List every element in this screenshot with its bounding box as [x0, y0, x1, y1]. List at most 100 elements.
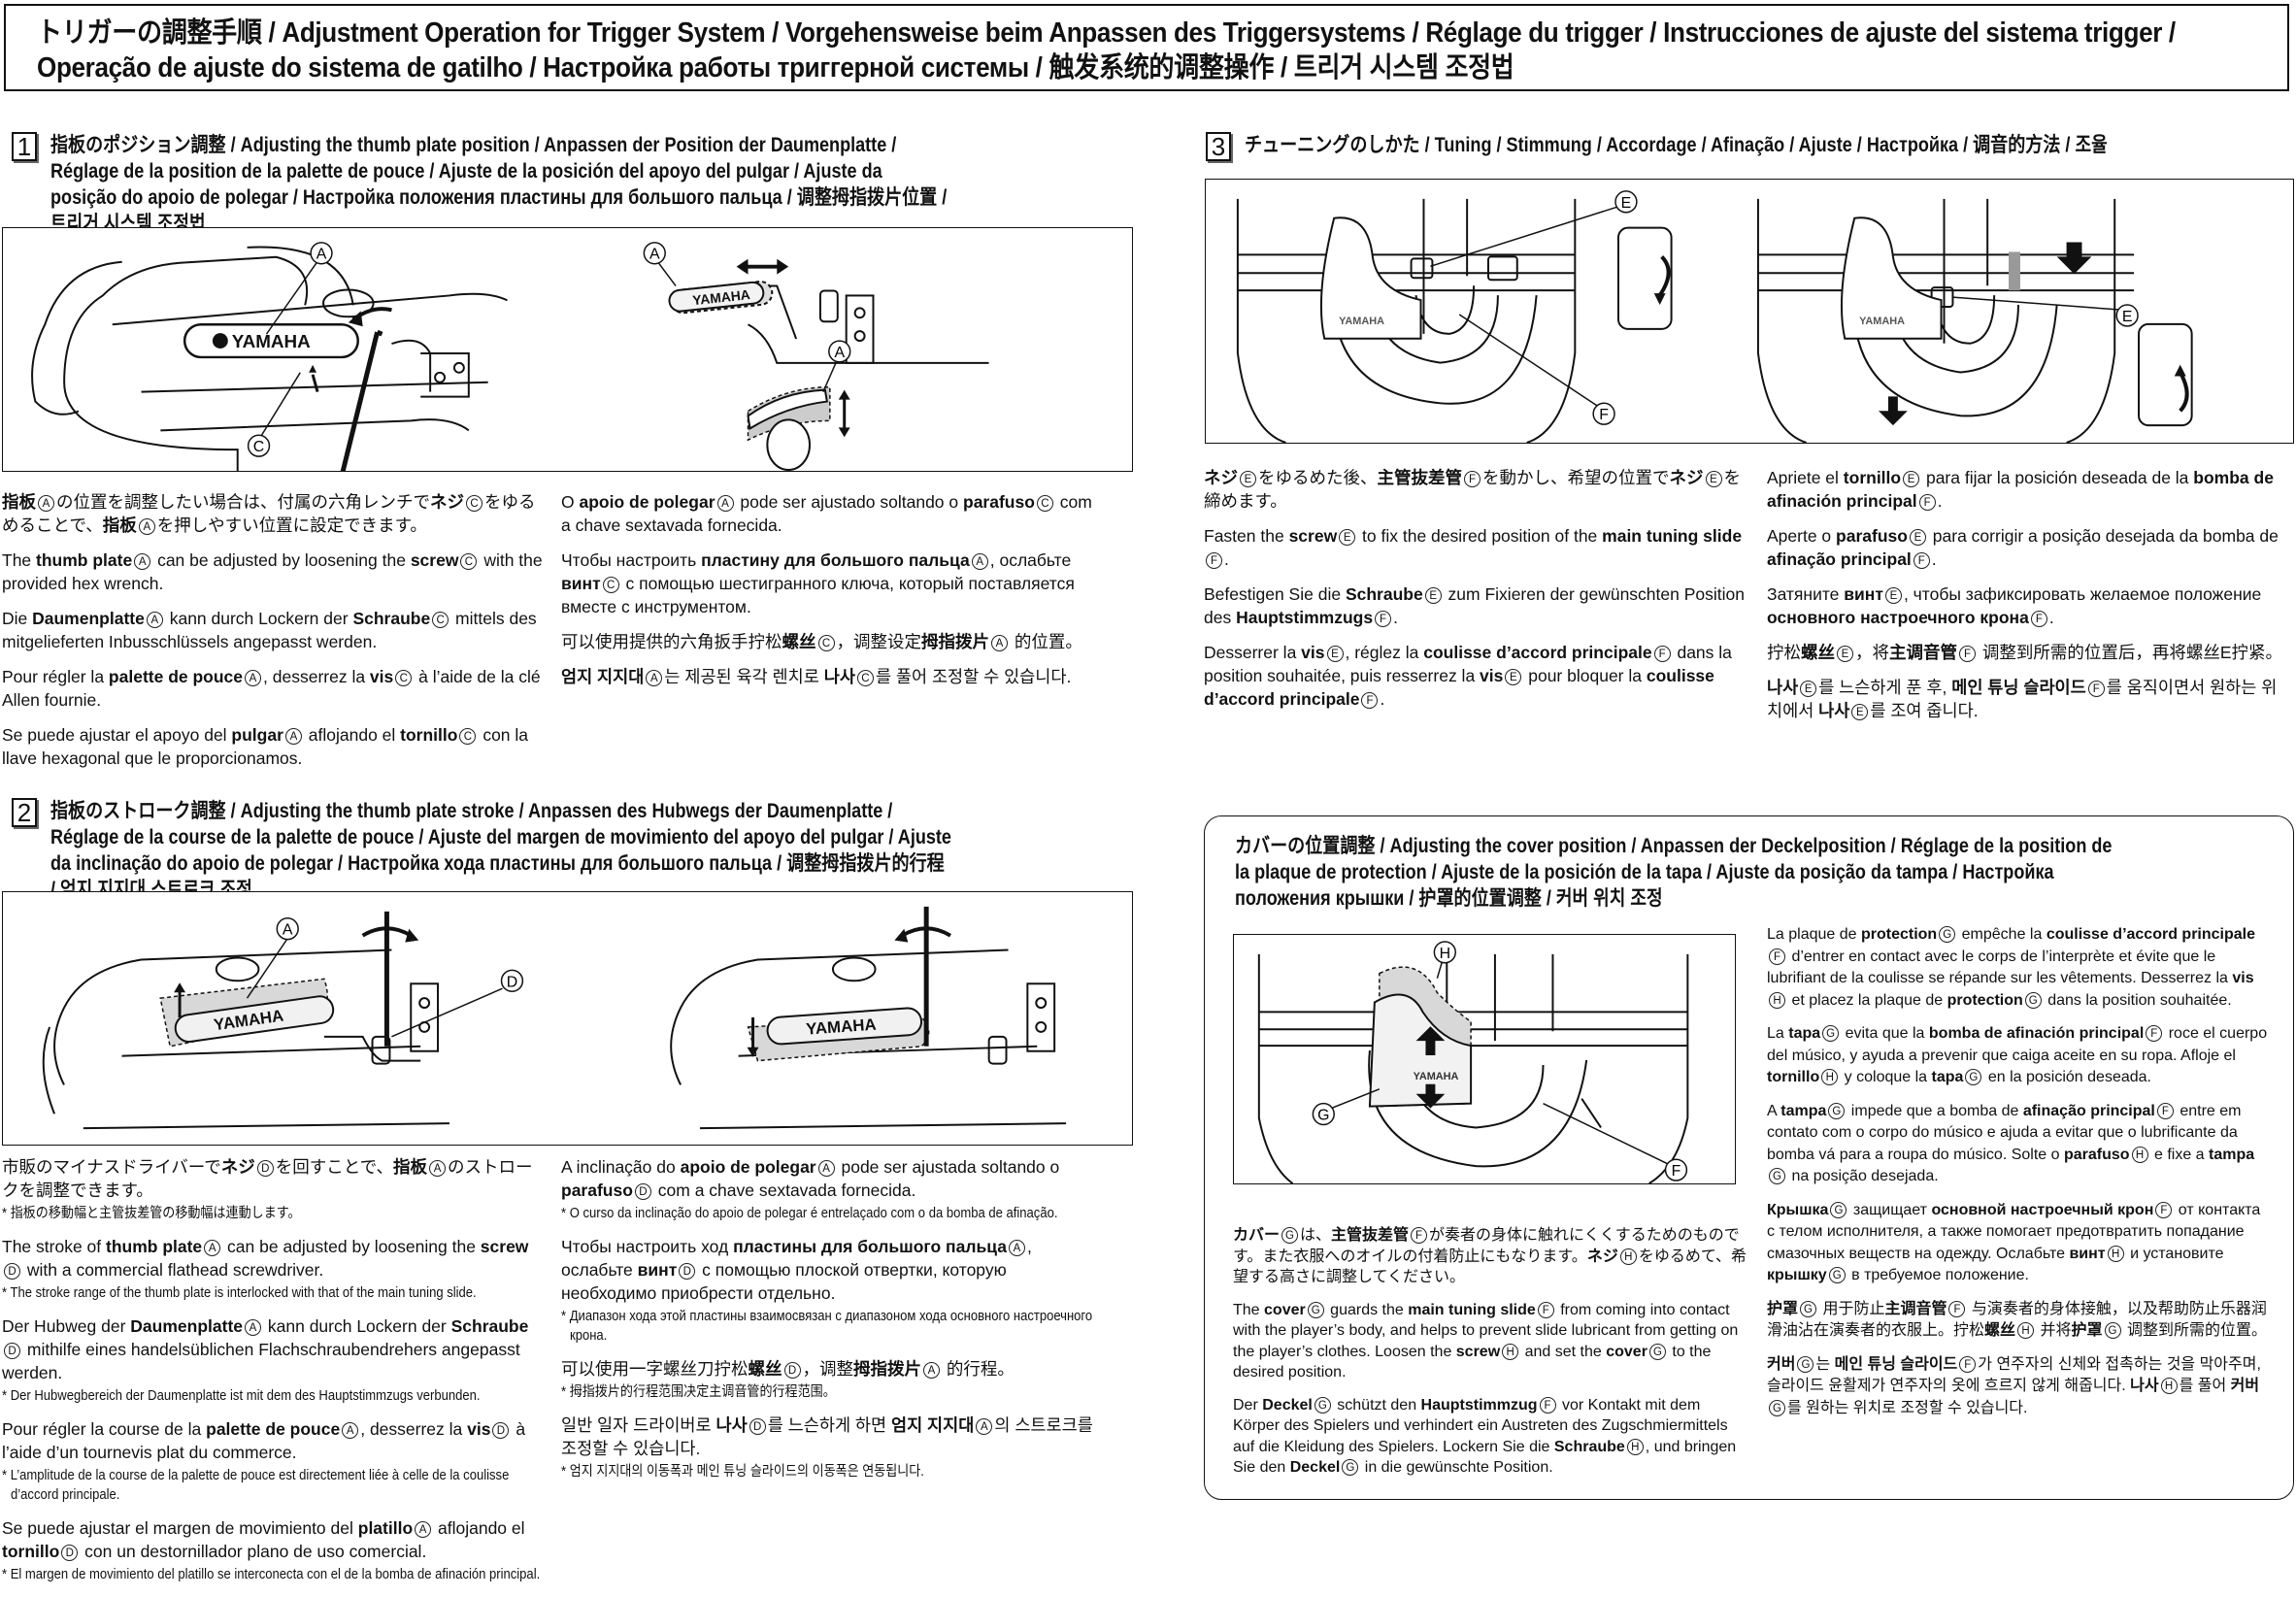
section-2-header: 2 指板のストローク調整 / Adjusting the thumb plate… [12, 798, 1099, 903]
svg-text:A: A [283, 922, 293, 939]
emphasis-term: protection [1947, 991, 2023, 1009]
emphasis-term: 拇指拨片 [853, 1359, 921, 1379]
part-label-a: A [716, 495, 734, 512]
part-label-g: G [1822, 1025, 1840, 1042]
footnote: * The stroke range of the thumb plate is… [2, 1285, 477, 1301]
part-label-a: A [976, 1418, 993, 1435]
part-label-a: A [38, 495, 54, 512]
paragraph: Se puede ajustar el margen de movimiento… [2, 1516, 546, 1563]
text: Der Hubweg der [2, 1316, 131, 1336]
emphasis-term: ネジ [1586, 1248, 1618, 1265]
emphasis-term: カバー [1233, 1227, 1281, 1244]
text: Desserrer la [1204, 643, 1302, 662]
section-2-title: 指板のストローク調整 / Adjusting the thumb plate s… [50, 800, 951, 901]
text: , ослабьте [989, 550, 1072, 570]
text: d’entrer en contact avec le corps de l’i… [1767, 948, 2233, 987]
section-3-header: 3 チューニングのしかた / Tuning / Stimmung / Accor… [1206, 132, 2283, 161]
part-label-f: F [1769, 948, 1785, 965]
text: を動かし、希望の位置で [1482, 468, 1670, 487]
emphasis-term: palette de pouce [108, 667, 244, 686]
part-label-h: H [2017, 1322, 2035, 1339]
part-label-g: G [1830, 1201, 1847, 1218]
text: The [1233, 1301, 1265, 1318]
text: 를 원하는 위치로 조정할 수 있습니다. [1787, 1399, 2028, 1416]
text: zum Fixieren der gewünschten Position de… [1204, 584, 1745, 627]
part-label-a: A [817, 1160, 835, 1177]
part-label-c: C [466, 495, 482, 512]
text: guards the [1325, 1301, 1409, 1318]
emphasis-term: основной настроечный крон [1931, 1201, 2154, 1218]
text: を押しやすい位置に設定できます。 [156, 516, 427, 535]
part-label-c: C [459, 728, 477, 745]
text: para fijar la posición deseada de la [1921, 468, 2194, 487]
text: , чтобы зафиксировать желаемое положение [1903, 584, 2262, 604]
text: roce el cuerpo del músico, y ayuda a pre… [1767, 1025, 2268, 1064]
emphasis-term: 메인 튜닝 슬라이드 [1834, 1355, 1958, 1373]
text: in die gewünschte Position. [1360, 1459, 1553, 1476]
emphasis-term: tampa [2209, 1146, 2255, 1163]
text: в требуемое положение. [1847, 1267, 2029, 1283]
text: Aperte o [1767, 526, 1837, 546]
emphasis-term: крышку [1767, 1267, 1827, 1283]
emphasis-term: 主调音管 [1884, 1300, 1947, 1317]
emphasis-term: винт [561, 574, 601, 593]
text: Apriete el [1767, 468, 1844, 487]
text: The [2, 550, 37, 570]
svg-text:E: E [2122, 309, 2133, 325]
text: 可以使用一字螺丝刀拧松 [561, 1359, 749, 1379]
svg-text:YAMAHA: YAMAHA [1414, 1071, 1459, 1082]
svg-text:A: A [316, 247, 327, 263]
section-1-number: 1 [12, 132, 37, 161]
text: can be adjusted by loosening the [152, 550, 411, 570]
emphasis-term: tornillo [1843, 468, 1902, 487]
text: , desserrez la [360, 1419, 468, 1439]
part-label-g: G [1342, 1459, 1359, 1476]
emphasis-term: 螺丝 [1984, 1322, 2016, 1339]
part-label-f: F [1653, 646, 1671, 662]
text: от контакта с телом исполнителя, а также… [1767, 1201, 2261, 1262]
emphasis-term: 커버 [2230, 1378, 2260, 1394]
part-label-h: H [2160, 1378, 2178, 1394]
emphasis-term: Schraube [1553, 1438, 1625, 1455]
part-label-e: E [1326, 646, 1344, 662]
part-label-g: G [1828, 1267, 1846, 1283]
text: 를 느슨하게 푼 후, [1818, 678, 1952, 697]
part-label-f: F [1537, 1301, 1554, 1318]
text: pode ser ajustado soltando o [735, 492, 963, 512]
text: защищает [1848, 1201, 1932, 1218]
text: 를 풀어 조정할 수 있습니다. [875, 667, 1072, 686]
text: 调整到所需的位置后，再将螺丝E拧紧。 [1978, 643, 2283, 662]
cover-position-illustration: YAMAHA H G F [1257, 941, 1689, 1183]
part-label-f: F [1361, 692, 1379, 709]
text: , réglez la [1345, 643, 1424, 662]
paragraph: Pour régler la course de la palette de p… [2, 1417, 546, 1464]
part-label-h: H [2107, 1245, 2124, 1262]
section-3-title: チューニングのしかた / Tuning / Stimmung / Accorda… [1245, 134, 2108, 156]
part-label-f: F [1913, 552, 1930, 569]
part-label-g: G [1281, 1227, 1299, 1244]
text: のストロークを調整できます。 [2, 1157, 533, 1200]
figure-tuning: YAMAHA YAMAHA E F E [1205, 179, 2294, 444]
part-label-h: H [1619, 1248, 1637, 1265]
emphasis-term: 나사 [1767, 678, 1799, 697]
part-label-f: F [1206, 552, 1222, 569]
part-label-g: G [1939, 926, 1956, 943]
footnote: * L’amplitude de la course de la palette… [2, 1468, 510, 1503]
part-label-h: H [1769, 991, 1785, 1009]
section-2-number: 2 [12, 798, 37, 827]
svg-text:YAMAHA: YAMAHA [232, 331, 311, 351]
